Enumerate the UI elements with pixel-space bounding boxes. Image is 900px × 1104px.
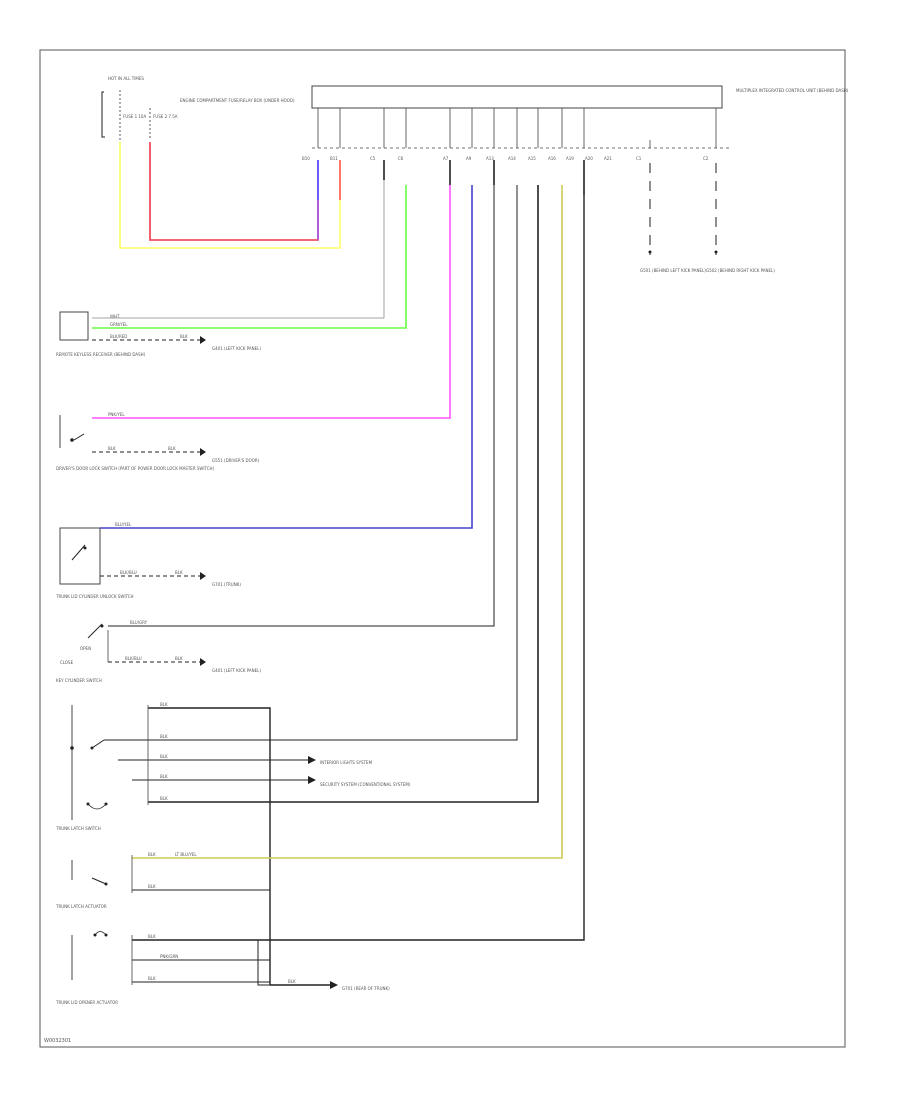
module-pins: B10 B11 C5 C6 A7 A9 A13 A14 A15 A16 A19 … — [302, 156, 709, 161]
pin-drops — [317, 108, 717, 148]
pin-c6: C6 — [398, 156, 404, 161]
wire-olive-a16 — [132, 185, 563, 859]
remote-wire-wht: WHT — [110, 314, 120, 319]
door-switch-label: DRIVER'S DOOR LOCK SWITCH (PART OF POWER… — [56, 466, 215, 471]
fuse-box-hot-label: HOT IN ALL TIMES — [108, 76, 144, 81]
door-wire-pnk: PNK/YEL — [108, 412, 125, 417]
control-unit-label: MULTIPLEX INTEGRATED CONTROL UNIT (BEHIN… — [736, 88, 849, 93]
ground-g501: G501 (BEHIND LEFT KICK PANEL) — [640, 163, 706, 273]
actuator-wire-1b: LT BLU/YEL — [175, 852, 197, 857]
pin-a9: A9 — [466, 156, 472, 161]
wire-latch-a14 — [104, 185, 518, 741]
latch-wire-4: BLK — [160, 774, 168, 779]
pin-a16: A16 — [548, 156, 556, 161]
key-cylinder-switch: OPEN CLOSE BLU/GRY BLK/BLU BLK G401 (LEF… — [56, 185, 495, 683]
actuator-wire-1: BLK — [148, 852, 156, 857]
key-cyl-close: CLOSE — [60, 660, 74, 665]
ground-g502: G502 (BEHIND RIGHT KICK PANEL) — [706, 163, 775, 273]
fuse-box: HOT IN ALL TIMES FUSE 1 10A FUSE 2 7.5A … — [101, 76, 295, 140]
key-cyl-ground-1: BLK/BLU — [125, 656, 142, 661]
remote-ground-wire: BLK — [180, 334, 188, 339]
wire-magenta-a7 — [92, 185, 451, 419]
latch-wire-5: BLK — [160, 796, 168, 801]
trunk-latch-switch: BLK BLK BLK INTERIOR LIGHTS SYSTEM BLK S… — [55, 185, 539, 985]
key-cyl-open: OPEN — [80, 646, 91, 651]
latch-wire-1: BLK — [160, 702, 168, 707]
wire-latch-ground-bus — [148, 707, 271, 985]
remote-sensor-label: REMOTE KEYLESS RECEIVER (BEHIND DASH) — [56, 352, 146, 357]
pin-a7: A7 — [443, 156, 449, 161]
lid-actuator-wire-2: PNK/GRN — [160, 954, 178, 959]
diagram-frame — [39, 49, 846, 1048]
key-cyl-label: KEY CYLINDER SWITCH — [56, 678, 102, 683]
lid-actuator-label: TRUNK LID OPENER ACTUATOR — [55, 1000, 118, 1005]
remote-sensor: REMOTE KEYLESS RECEIVER (BEHIND DASH) WH… — [56, 180, 407, 357]
trunk-lid-opener-actuator: BLK PNK/GRN BLK TRUNK LID OPENER ACTUATO… — [55, 195, 585, 1005]
pin-c1: C1 — [636, 156, 642, 161]
latch-dest-interior: INTERIOR LIGHTS SYSTEM — [320, 760, 373, 765]
remote-ground-label: G401 (LEFT KICK PANEL) — [212, 346, 261, 351]
wire-blk-a21 — [132, 195, 585, 941]
wire-green-c6 — [92, 185, 407, 329]
trunk-opener-ground: BLK G701 (REAR OF TRUNK) — [257, 940, 390, 991]
trunk-cyl-wire: BLU/YEL — [115, 522, 132, 527]
remote-wire-grn: GRN/YEL — [110, 322, 128, 327]
wire-latch-a15 — [148, 185, 539, 803]
pin-b11: B11 — [330, 156, 338, 161]
lid-actuator-wire-3: BLK — [148, 976, 156, 981]
key-cyl-ground-label: G401 (LEFT KICK PANEL) — [212, 668, 261, 673]
trunk-cyl-switch-label: TRUNK LID CYLINDER UNLOCK SWITCH — [55, 594, 134, 599]
wire-navy-a9 — [100, 185, 473, 529]
door-ground-label: G551 (DRIVER'S DOOR) — [212, 458, 260, 463]
latch-wire-2: BLK — [160, 734, 168, 739]
lid-actuator-wire-1: BLK — [148, 934, 156, 939]
fuse-box-name: ENGINE COMPARTMENT FUSE/RELAY BOX (UNDER… — [180, 98, 295, 103]
fuse-2-label: FUSE 2 7.5A — [153, 114, 178, 119]
wire-yellow-feed — [119, 142, 341, 249]
pin-c2: C2 — [703, 156, 709, 161]
door-ground-wire-2: BLK — [168, 446, 176, 451]
wire-violet-feed — [149, 142, 319, 241]
pin-a20: A20 — [585, 156, 593, 161]
opener-ground-wire: BLK — [288, 979, 296, 984]
key-cyl-ground-2: BLK — [175, 656, 183, 661]
remote-wire-blkred: BLK/RED — [110, 334, 127, 339]
trunk-cyl-ground-label: G701 (TRUNK) — [212, 582, 241, 587]
door-ground-wire-1: BLK — [108, 446, 116, 451]
latch-dest-security: SECURITY SYSTEM (CONVENTIONAL SYSTEM) — [320, 782, 411, 787]
pin-a15: A15 — [528, 156, 536, 161]
pin-a13: A13 — [486, 156, 494, 161]
opener-ground-label: G701 (REAR OF TRUNK) — [342, 986, 390, 991]
latch-switch-label: TRUNK LATCH SWITCH — [55, 826, 101, 831]
pin-b10: B10 — [302, 156, 310, 161]
wire-blk-a13 — [108, 185, 495, 627]
key-cyl-wire: BLU/GRY — [130, 620, 148, 625]
actuator-label: TRUNK LATCH ACTUATOR — [55, 904, 107, 909]
door-lock-switch: PNK/YEL BLK BLK G551 (DRIVER'S DOOR) DRI… — [56, 185, 451, 471]
trunk-cyl-ground-1: BLK/BLU — [120, 570, 137, 575]
pin-c5: C5 — [370, 156, 376, 161]
ground-g502-label: G502 (BEHIND RIGHT KICK PANEL) — [706, 268, 775, 273]
pin-a21: A21 — [604, 156, 612, 161]
pin-a14: A14 — [508, 156, 516, 161]
actuator-wire-2: BLK — [148, 884, 156, 889]
trunk-cylinder-switch: BLU/YEL BLK/BLU BLK G701 (TRUNK) TRUNK L… — [55, 185, 473, 599]
trunk-latch-actuator: BLK LT BLU/YEL BLK TRUNK LATCH ACTUATOR — [55, 185, 563, 909]
fuse-1-label: FUSE 1 10A — [123, 114, 146, 119]
trunk-cyl-ground-2: BLK — [175, 570, 183, 575]
pin-a19: A19 — [566, 156, 574, 161]
footer-code: W0032301 — [44, 1038, 71, 1044]
control-unit: MULTIPLEX INTEGRATED CONTROL UNIT (BEHIN… — [311, 85, 849, 149]
ground-g501-label: G501 (BEHIND LEFT KICK PANEL) — [640, 268, 706, 273]
wire-red-overlay — [149, 142, 318, 241]
latch-wire-3: BLK — [160, 754, 168, 759]
control-unit-box — [311, 85, 723, 109]
